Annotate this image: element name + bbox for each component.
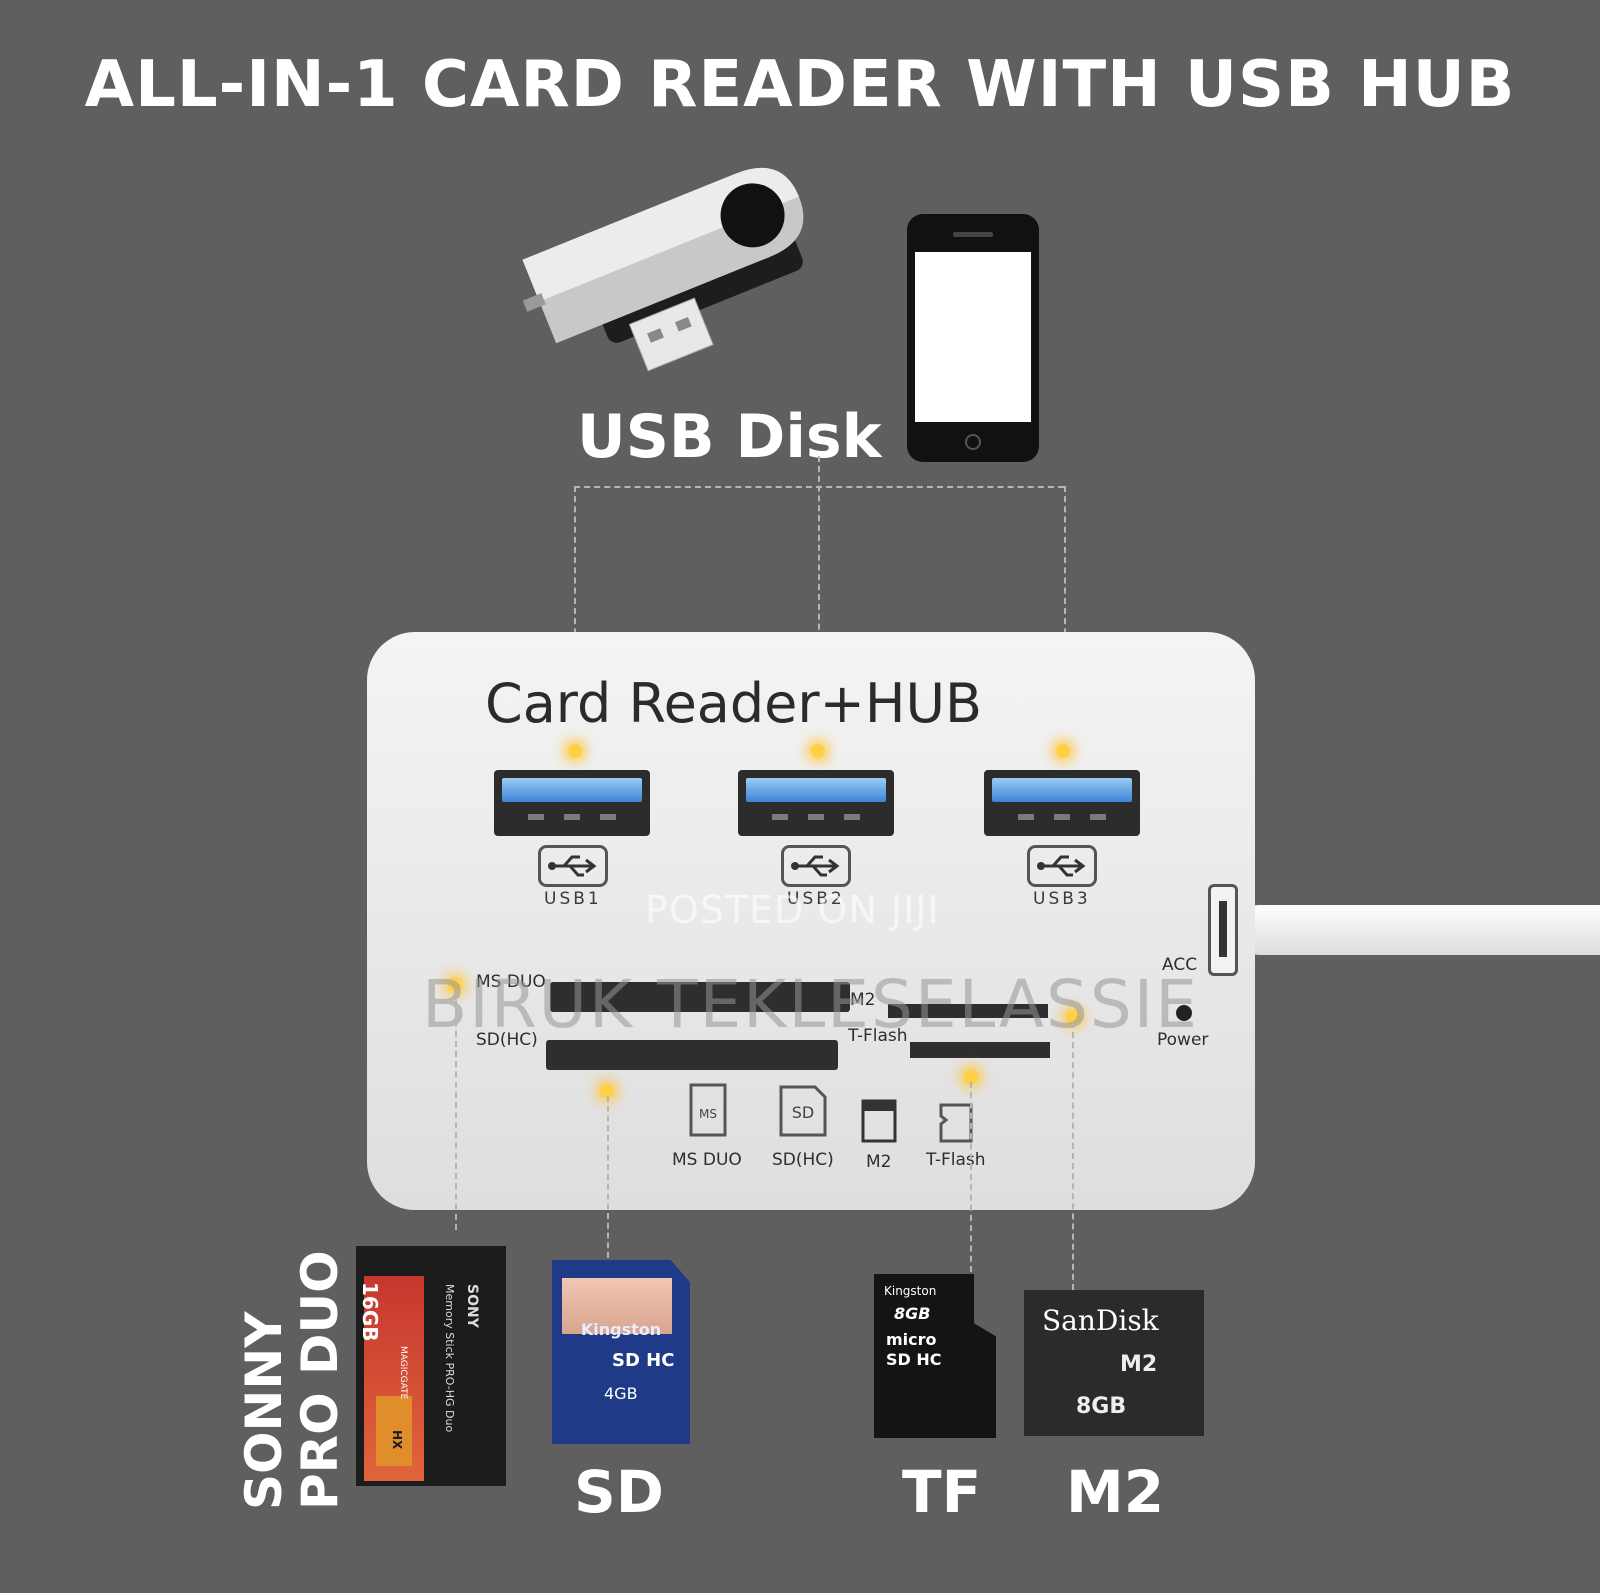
tf-label: TF: [902, 1458, 982, 1526]
memory-stick-card: 16GB SONY Memory Stick PRO-HG Duo MAGICG…: [356, 1246, 506, 1486]
indicator-glow: [811, 744, 825, 758]
icon-label-t-flash: T-Flash: [926, 1150, 986, 1170]
usb-disk-label: USB Disk: [577, 402, 882, 472]
port-label-usb3: USB3: [1033, 889, 1091, 909]
power-led: [1176, 1005, 1192, 1021]
usb-flash-drive-icon: [522, 167, 804, 372]
indicator-glow: [568, 744, 582, 758]
memstick-type-label: SONNY PRO DUO: [235, 1210, 349, 1510]
card-reader-hub: [367, 632, 1255, 1210]
m2-card: SanDisk M2 8GB: [1024, 1290, 1204, 1436]
watermark-seller-name: BIRUK TEKLESELASSIE: [422, 966, 1199, 1043]
connector-line: [818, 456, 820, 738]
m2-label: M2: [1066, 1458, 1165, 1526]
usb-cable: [1235, 905, 1600, 955]
usb-symbol-icon: [1027, 845, 1097, 887]
ms-duo-slot: [550, 982, 850, 1012]
icon-label-m2: M2: [866, 1152, 892, 1172]
t-flash-card-icon: [939, 1103, 973, 1143]
usb-port-3: [984, 770, 1140, 836]
connector-line: [574, 486, 576, 736]
icon-label-ms-duo: MS DUO: [672, 1150, 742, 1170]
connector-line: [1072, 1022, 1074, 1290]
usb-symbol-icon: [781, 845, 851, 887]
m2-brand: SanDisk: [1042, 1304, 1159, 1337]
m2-card-icon: [861, 1099, 897, 1143]
usb-port-2: [738, 770, 894, 836]
sd-label: SD: [574, 1458, 664, 1526]
memstick-brand: SONY: [464, 1284, 480, 1328]
slot-label-m2: M2: [850, 990, 876, 1010]
usb-port-1: [494, 770, 650, 836]
sd-card: Kingston SD HC 4GB: [552, 1260, 690, 1444]
indicator-glow: [1066, 1010, 1080, 1024]
tf-type: micro SD HC: [886, 1330, 942, 1369]
slot-label-t-flash: T-Flash: [848, 1026, 908, 1046]
port-label-usb1: USB1: [544, 889, 602, 909]
hub-title: Card Reader+HUB: [485, 672, 983, 735]
indicator-glow: [1056, 744, 1070, 758]
t-flash-slot: [910, 1042, 1050, 1058]
watermark-posted-on: POSTED ON JIJI: [645, 888, 940, 932]
m2-capacity: 8GB: [1076, 1394, 1127, 1419]
sd-card-icon: SD: [779, 1085, 827, 1137]
power-label: Power: [1157, 1030, 1209, 1050]
slot-label-ms-duo: MS DUO: [476, 972, 546, 992]
indicator-glow: [448, 978, 462, 992]
sd-slot: [546, 1040, 838, 1070]
acc-switch: [1208, 884, 1238, 976]
headline: ALL-IN-1 CARD READER WITH USB HUB: [84, 48, 1516, 122]
tf-capacity: 8GB: [894, 1304, 931, 1323]
sd-brand: Kingston: [580, 1320, 662, 1339]
indicator-glow: [964, 1070, 978, 1084]
ms-duo-card-icon: MS: [689, 1083, 727, 1137]
usb-symbol-icon: [538, 845, 608, 887]
connector-line: [607, 1096, 609, 1258]
sonny-label-line1: SONNY: [235, 1311, 293, 1510]
ms-icon-mark: MS: [699, 1107, 717, 1121]
sd-type: SD HC: [612, 1350, 675, 1371]
memstick-capacity: 16GB: [358, 1282, 382, 1342]
memstick-badge: HX: [390, 1430, 404, 1450]
m2-type: M2: [1120, 1352, 1158, 1377]
connector-line: [1064, 486, 1066, 736]
port-label-usb2: USB2: [787, 889, 845, 909]
indicator-glow: [600, 1084, 614, 1098]
smartphone-icon: [907, 214, 1039, 462]
m2-slot: [888, 1004, 1048, 1018]
slot-label-sd-hc: SD(HC): [476, 1030, 538, 1050]
connector-line: [455, 990, 457, 1230]
memstick-name: Memory Stick PRO-HG Duo: [443, 1284, 456, 1433]
sd-icon-mark: SD: [792, 1103, 814, 1122]
sd-capacity: 4GB: [604, 1384, 638, 1403]
sonny-label-line2: PRO DUO: [291, 1250, 349, 1510]
microsd-card: Kingston 8GB micro SD HC: [874, 1274, 996, 1438]
connector-line: [970, 1082, 972, 1272]
tf-brand: Kingston: [884, 1284, 937, 1298]
icon-label-sd-hc: SD(HC): [772, 1150, 834, 1170]
acc-label: ACC: [1162, 955, 1198, 975]
